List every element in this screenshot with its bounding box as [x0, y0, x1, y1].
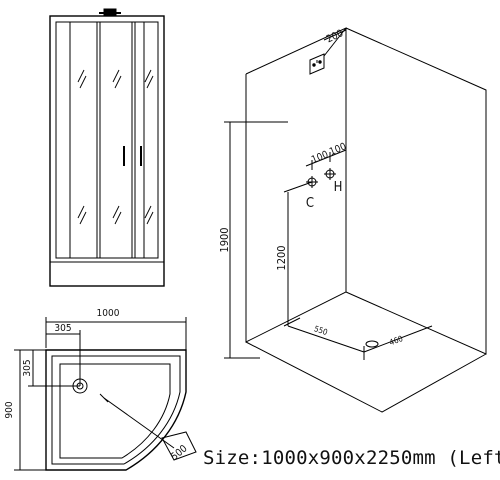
front-width-dim: 1000: [97, 308, 120, 319]
tray-offset-y-dim: 305: [22, 359, 33, 376]
cold-label: C: [306, 196, 314, 211]
glass-reflection-marks: [77, 69, 154, 225]
tray-offset-x-dim: 305: [54, 323, 71, 334]
tray-view: [14, 317, 197, 471]
tray-outline: [45, 349, 187, 471]
spacing-h-dim: 100: [328, 141, 348, 158]
tray-depth-dim: 900: [4, 401, 15, 418]
tray-radius-dim: 500: [169, 443, 189, 463]
spacing-c-dim: 100: [310, 149, 330, 166]
electric-socket-icon: [309, 53, 325, 75]
front-view: [49, 8, 165, 287]
size-caption: Size:1000x900x2250mm (Left): [203, 447, 500, 469]
radius-line: [103, 397, 175, 449]
valve-height-dim: 1200: [275, 245, 288, 270]
floor-dim-a: 550: [313, 324, 329, 337]
cabin-outer-frame: [49, 15, 165, 287]
top-offset-dim: 200: [325, 28, 345, 45]
floor-drain-icon: [365, 340, 379, 348]
drain-icon: [72, 378, 88, 394]
room-floor: [245, 341, 487, 413]
cabin-inner-frame: [55, 21, 159, 259]
room-height-dim: 1900: [218, 227, 231, 252]
hot-label: H: [334, 180, 343, 195]
floor-dim-b: 460: [388, 334, 404, 347]
room-right-wall: [345, 27, 487, 355]
room-back-wall: [245, 27, 347, 343]
room-view: [224, 27, 487, 413]
